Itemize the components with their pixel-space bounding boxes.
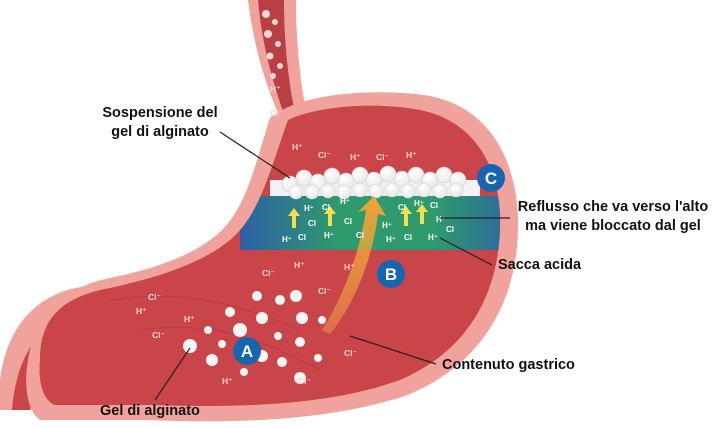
ion-h: H⁺ — [282, 235, 292, 244]
alginate-raft — [270, 165, 480, 200]
ion-h: H⁺ — [386, 235, 396, 244]
ion-h: H⁺ — [184, 314, 195, 324]
label-gastric-content: Contenuto gastrico — [442, 357, 575, 373]
ion-cl: Cl — [404, 233, 412, 242]
leader-gastric-content — [349, 335, 437, 365]
ion-cl: Cl — [446, 225, 454, 234]
label-acid-pocket: Sacca acida — [498, 257, 582, 273]
ion-cl: Cl⁻ — [344, 348, 357, 358]
ion-h: H⁺ — [406, 150, 417, 160]
ion-h: H⁺ — [340, 197, 350, 206]
ion-cl: Cl⁻ — [148, 292, 161, 302]
alginate-gel-spheres — [183, 290, 326, 384]
ion-h: H⁺ — [304, 204, 314, 213]
badge-a-text: A — [241, 342, 253, 361]
label-alginate-gel: Gel di alginato — [100, 403, 200, 419]
ion-h: H⁺ — [428, 233, 438, 242]
badge-c-text: C — [485, 169, 497, 188]
reflux-arrow — [322, 196, 386, 334]
ion-cl: Cl⁻ — [262, 268, 275, 278]
leader-acid-pocket — [439, 237, 493, 266]
ion-h: H⁺ — [222, 376, 233, 386]
ion-cl: Cl — [308, 219, 316, 228]
label-suspension: Sospensione del gel di alginato — [84, 104, 236, 142]
esophagus-bubbles — [262, 10, 283, 79]
badge-b: B — [377, 260, 405, 288]
label-suspension-line1: Sospensione del — [102, 105, 218, 121]
ion-cl: Cl — [344, 217, 352, 226]
badge-b-text: B — [385, 265, 397, 284]
badge-a: A — [233, 337, 261, 365]
label-reflux: Reflusso che va verso l'alto ma viene bl… — [510, 198, 716, 236]
ion-cl: Cl⁻ — [152, 330, 165, 340]
ion-h: H⁺ — [292, 142, 303, 152]
ion-h: H⁺ — [136, 306, 147, 316]
ion-cl: Cl⁻ — [376, 152, 389, 162]
ion-cl: Cl⁻ — [318, 286, 331, 296]
ion-h: H⁺ — [414, 199, 424, 208]
ion-h: H⁺ — [382, 221, 392, 230]
esophagus-lumen — [258, 0, 294, 114]
label-reflux-line1: Reflusso che va verso l'alto — [517, 199, 709, 215]
ion-cl: Cl⁻ — [270, 108, 283, 118]
ion-h: H⁺ — [350, 152, 361, 162]
label-suspension-line2: gel di alginato — [111, 124, 209, 140]
small-reflux-arrows — [288, 204, 428, 228]
label-reflux-line2: ma viene bloccato dal gel — [525, 218, 701, 234]
ion-h: H⁺ — [324, 231, 334, 240]
ion-cl: Cl⁻ — [298, 376, 311, 386]
ion-cl: Cl⁻ — [318, 150, 331, 160]
badge-c: C — [477, 164, 505, 192]
ion-h: H⁺ — [270, 84, 281, 94]
ion-cl: Cl — [298, 233, 306, 242]
ion-cl: Cl — [398, 203, 406, 212]
ion-h: H⁺ — [344, 262, 355, 272]
acid-pocket — [240, 196, 501, 250]
leader-alginate-gel — [154, 347, 191, 401]
ion-cl: Cl — [322, 203, 330, 212]
ion-cl: Cl — [430, 201, 438, 210]
ion-h: H⁺ — [436, 215, 446, 224]
ion-h: H⁺ — [294, 260, 305, 270]
leader-suspension — [219, 131, 291, 179]
ion-cl: Cl — [356, 231, 364, 240]
